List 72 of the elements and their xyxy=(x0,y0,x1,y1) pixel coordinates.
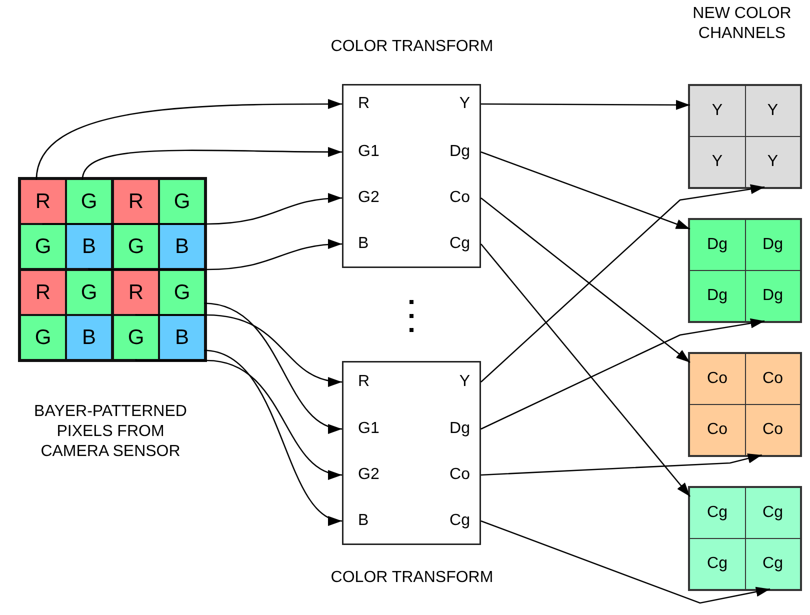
pixel-cell: G xyxy=(67,271,111,314)
port-label: G2 xyxy=(342,463,397,487)
channel-cell: Dg xyxy=(690,271,744,321)
pixel-cell: G xyxy=(114,316,158,359)
port-label: G2 xyxy=(342,186,397,210)
pixel-cell: B xyxy=(160,225,204,268)
arrow xyxy=(42,194,342,226)
grid-caption: BAYER-PATTERNED PIXELS FROM CAMERA SENSOR xyxy=(33,402,188,462)
port-label: R xyxy=(342,92,397,116)
arrow xyxy=(480,197,690,364)
port-label: Y xyxy=(426,92,481,116)
channel-cell: Cg xyxy=(746,488,800,538)
channel-cell: Co xyxy=(690,405,744,455)
arrow xyxy=(135,358,342,478)
arrow xyxy=(135,313,342,386)
port-label: G1 xyxy=(342,140,397,164)
arrow xyxy=(88,240,342,270)
pixel-cell: R xyxy=(114,271,158,314)
pixel-cell: G xyxy=(160,180,204,223)
pixel-cell: G xyxy=(21,225,65,268)
channel-cell: Y xyxy=(690,137,744,187)
pixel-cell: B xyxy=(67,225,111,268)
channel-grid xyxy=(688,352,802,457)
arrow xyxy=(480,318,765,430)
pixel-cell: B xyxy=(160,316,204,359)
box-title: COLOR TRANSFORM xyxy=(330,38,494,56)
port-label: R xyxy=(342,370,397,394)
pixel-cell: R xyxy=(114,180,158,223)
port-label: Co xyxy=(426,463,481,487)
channel-grid xyxy=(688,486,802,591)
arrow xyxy=(480,520,770,604)
port-label: Dg xyxy=(426,140,481,164)
heading-label: NEW COLOR CHANNELS xyxy=(692,4,792,44)
arrow xyxy=(481,100,690,110)
channel-cell: Co xyxy=(690,354,744,404)
port-label: B xyxy=(342,509,397,533)
channel-cell: Dg xyxy=(690,220,744,270)
channel-cell: Cg xyxy=(690,539,744,589)
port-label: Cg xyxy=(426,509,481,533)
pixel-cell: G xyxy=(114,225,158,268)
port-label: Co xyxy=(426,186,481,210)
channel-cell: Dg xyxy=(746,220,800,270)
port-label: Y xyxy=(426,370,481,394)
channel-grid xyxy=(688,84,802,189)
channel-cell: Cg xyxy=(746,539,800,589)
arrow xyxy=(204,302,342,432)
pixel-cell: G xyxy=(21,316,65,359)
channel-cell: Cg xyxy=(690,488,744,538)
pixel-cell: B xyxy=(67,316,111,359)
box-title: COLOR TRANSFORM xyxy=(330,569,494,587)
port-label: B xyxy=(342,232,397,256)
channel-cell: Co xyxy=(746,405,800,455)
port-label: Dg xyxy=(426,417,481,441)
arrow xyxy=(82,146,342,180)
arrow xyxy=(480,244,690,497)
channel-cell: Dg xyxy=(746,271,800,321)
pixel-cell: R xyxy=(21,180,65,223)
channel-cell: Y xyxy=(746,137,800,187)
channel-cell: Co xyxy=(746,354,800,404)
arrow xyxy=(480,151,690,230)
arrow xyxy=(480,184,765,382)
arrow xyxy=(204,350,342,523)
pixel-cell: G xyxy=(67,180,111,223)
port-label: Cg xyxy=(426,232,481,256)
channel-grid xyxy=(688,218,802,323)
channel-cell: Y xyxy=(690,86,744,136)
arrow xyxy=(36,99,342,180)
channel-cell: Y xyxy=(746,86,800,136)
port-label: G1 xyxy=(342,417,397,441)
arrow xyxy=(480,454,762,476)
pixel-cell: R xyxy=(21,271,65,314)
pixel-cell: G xyxy=(160,271,204,314)
